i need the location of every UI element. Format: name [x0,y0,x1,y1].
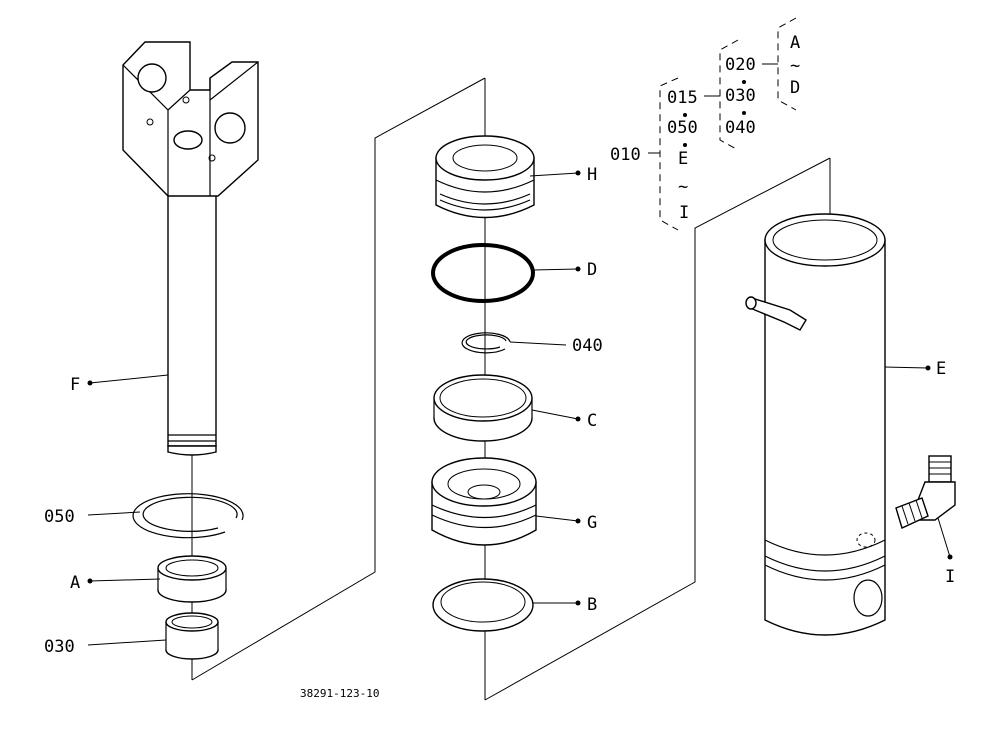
bushing-030 [165,612,219,660]
o-ring-d [431,243,535,303]
ring-c [433,374,533,442]
kit-col1-3: ~ [678,177,688,197]
kit-col1-1: 050 [667,118,698,138]
label-a: A [70,573,80,593]
label-d: D [587,260,597,280]
kit-col3-2: D [790,78,800,98]
piston-rod-clevis [122,41,259,456]
snap-ring-050 [132,493,244,539]
kit-structure-tree: 010 015 050 E ~ I 020 030 040 A ~ D [610,17,800,231]
label-040: 040 [572,336,603,356]
label-h: H [587,165,597,185]
kit-col2-0: 020 [725,55,756,75]
label-f: F [70,375,80,395]
kit-col2-2: 040 [725,118,756,138]
kit-col1-4: I [679,203,689,223]
kit-root-label: 010 [610,145,641,165]
label-c: C [587,411,597,431]
label-050: 050 [44,507,75,527]
label-g: G [587,513,597,533]
kit-col2-1: 030 [725,86,756,106]
kit-col1-0: 015 [667,88,698,108]
label-i: I [945,567,955,587]
kit-col3-1: ~ [790,56,800,76]
label-030: 030 [44,637,75,657]
ring-b [432,578,534,632]
leader-lines [87,170,953,646]
cylinder-tube-e [745,213,886,636]
label-e: E [936,359,946,379]
callout-labels: F 050 A 030 H D 040 C G B E I [44,165,955,657]
elbow-fitting-i [895,455,956,529]
kit-col3-0: A [790,33,800,53]
label-b: B [587,595,597,615]
drawing-number: 38291-123-10 [300,687,379,700]
piston-g [431,457,537,546]
kit-col1-2: E [678,149,688,169]
cylinder-head-h [435,135,535,219]
ring-040 [461,332,511,354]
seal-a [157,555,227,603]
